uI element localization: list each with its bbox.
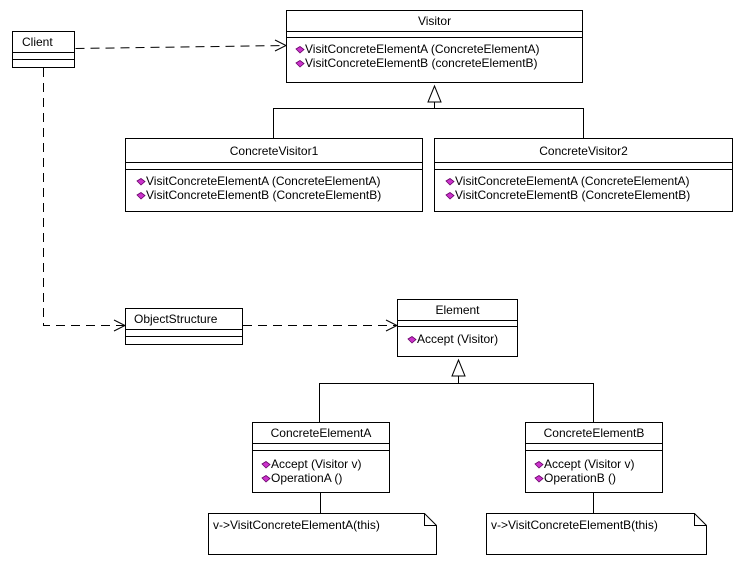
note-concrete-element-a[interactable]: v->VisitConcreteElementA(this): [208, 513, 437, 555]
class-name: ObjectStructure: [126, 309, 242, 330]
note-text: v->VisitConcreteElementA(this): [213, 518, 380, 532]
class-name: ConcreteVisitor2: [435, 139, 732, 163]
operation: Accept (Visitor v): [534, 457, 662, 471]
class-concrete-visitor-2[interactable]: ConcreteVisitor2 VisitConcreteElementA (…: [434, 138, 733, 212]
generalization-triangle: [427, 84, 442, 103]
attribute-compartment: [253, 444, 389, 451]
operation-compartment: Accept (Visitor v) OperationB (): [526, 451, 662, 485]
class-concrete-visitor-1[interactable]: ConcreteVisitor1 VisitConcreteElementA (…: [125, 138, 423, 212]
note-concrete-element-b[interactable]: v->VisitConcreteElementB(this): [486, 513, 707, 555]
operation-compartment: Accept (Visitor): [398, 327, 517, 346]
dependency-client-visitor: [75, 45, 287, 49]
operation: Accept (Visitor): [407, 332, 517, 346]
class-name: Client: [13, 32, 74, 53]
public-operation-icon: [136, 189, 146, 200]
class-name: ConcreteElementA: [253, 423, 389, 444]
attribute-compartment: [526, 444, 662, 451]
attribute-compartment: [13, 53, 74, 60]
public-operation-icon: [295, 57, 305, 68]
operation: OperationA (): [261, 471, 389, 485]
operation: VisitConcreteElementB (ConcreteElementB): [136, 188, 422, 202]
operation: VisitConcreteElementA (ConcreteElementA): [136, 174, 422, 188]
class-concrete-element-a[interactable]: ConcreteElementA Accept (Visitor v) Oper…: [252, 422, 390, 493]
public-operation-icon: [261, 472, 271, 483]
public-operation-icon: [445, 189, 455, 200]
operation: VisitConcreteElementB (concreteElementB): [295, 56, 582, 70]
dependency-client-objectstructure: [43, 68, 125, 326]
operation: Accept (Visitor v): [261, 457, 389, 471]
generalization-visitor-trunk: [273, 102, 584, 138]
operation-compartment: VisitConcreteElementA (ConcreteElementA)…: [287, 38, 582, 70]
class-object-structure[interactable]: ObjectStructure: [125, 308, 243, 345]
class-name: ConcreteElementB: [526, 423, 662, 444]
attribute-compartment: [287, 32, 582, 38]
operation: VisitConcreteElementA (ConcreteElementA): [445, 174, 732, 188]
class-name: Visitor: [287, 11, 582, 32]
public-operation-icon: [295, 43, 305, 54]
operation: VisitConcreteElementB (ConcreteElementB): [445, 188, 732, 202]
attribute-compartment: [398, 321, 517, 327]
attribute-compartment: [126, 163, 422, 170]
public-operation-icon: [261, 458, 271, 469]
note-text: v->VisitConcreteElementB(this): [491, 518, 658, 532]
attribute-compartment: [435, 163, 732, 170]
public-operation-icon: [534, 472, 544, 483]
class-element[interactable]: Element Accept (Visitor): [397, 299, 518, 357]
class-name: ConcreteVisitor1: [126, 139, 422, 163]
operation: OperationB (): [534, 471, 662, 485]
class-client[interactable]: Client: [12, 31, 75, 68]
operation-compartment: VisitConcreteElementA (ConcreteElementA)…: [126, 170, 422, 202]
operation-compartment: Accept (Visitor v) OperationA (): [253, 451, 389, 485]
class-visitor[interactable]: Visitor VisitConcreteElementA (ConcreteE…: [286, 10, 583, 83]
attribute-compartment: [126, 330, 242, 337]
class-concrete-element-b[interactable]: ConcreteElementB Accept (Visitor v) Oper…: [525, 422, 663, 493]
note-shape: [208, 513, 437, 555]
generalization-triangle: [451, 358, 466, 377]
operation-compartment: VisitConcreteElementA (ConcreteElementA)…: [435, 170, 732, 202]
public-operation-icon: [445, 175, 455, 186]
generalization-element-trunk: [319, 376, 594, 422]
operation: VisitConcreteElementA (ConcreteElementA): [295, 42, 582, 56]
public-operation-icon: [407, 333, 417, 344]
class-name: Element: [398, 300, 517, 321]
note-shape: [486, 513, 707, 555]
public-operation-icon: [136, 175, 146, 186]
public-operation-icon: [534, 458, 544, 469]
